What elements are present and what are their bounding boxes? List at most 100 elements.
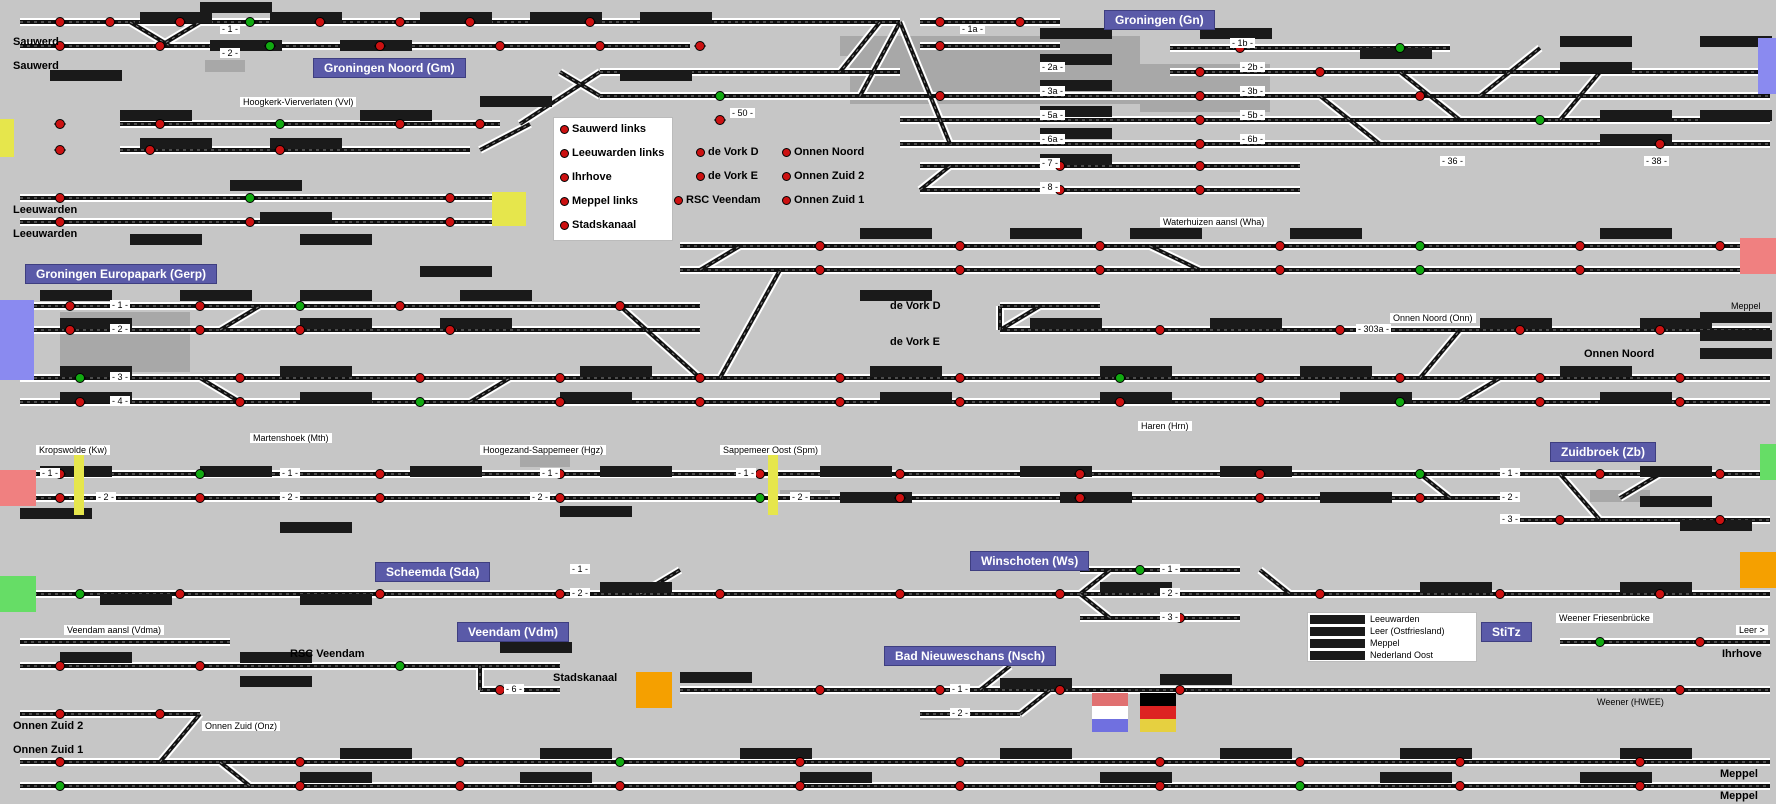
station-groningen-noord[interactable]: Groningen Noord (Gm)	[313, 58, 466, 78]
station-winschoten[interactable]: Winschoten (Ws)	[970, 551, 1090, 571]
legend-de-vork-d[interactable]: de Vork D	[696, 146, 759, 158]
signal-lamp	[695, 397, 705, 407]
line-legend-leeuwarden[interactable]: Leeuwarden	[1370, 614, 1420, 624]
endpoint-leeuwarden-1[interactable]: Leeuwarden	[13, 204, 78, 216]
station-zuidbroek[interactable]: Zuidbroek (Zb)	[1550, 442, 1656, 462]
track-block-display	[130, 234, 202, 245]
endpoint-onnen-zuid-1[interactable]: Onnen Zuid 1	[13, 744, 84, 756]
station-groningen[interactable]: Groningen (Gn)	[1104, 10, 1215, 30]
signal-lamp	[835, 397, 845, 407]
endpoint-stadskanaal[interactable]: Stadskanaal	[553, 672, 618, 684]
track-block-display	[1100, 582, 1172, 593]
signal-lamp	[1655, 139, 1665, 149]
track-block-display	[60, 366, 132, 377]
station-scheemda[interactable]: Scheemda (Sda)	[375, 562, 491, 582]
signal-lamp	[1255, 469, 1265, 479]
edge-marker-winschoten-orange	[1740, 552, 1776, 588]
track-segment	[618, 304, 702, 380]
label-hoogkerk: Hoogkerk-Vierverlaten (Vvl)	[240, 97, 357, 107]
track-number-groningen-7: - 7 -	[1040, 158, 1061, 168]
signal-lamp	[55, 781, 65, 791]
station-veendam[interactable]: Veendam (Vdm)	[457, 622, 570, 642]
track-number-nieuweschans-2: - 2 -	[950, 708, 971, 718]
track-number-martenshoek-2: - 2 -	[280, 492, 301, 502]
signal-lamp	[795, 781, 805, 791]
signal-legend: Sauwerd links Leeuwarden links Ihrhove M…	[553, 117, 673, 241]
track-block-display	[20, 508, 92, 519]
track-number-europapark-3: - 3 -	[110, 372, 131, 382]
endpoint-ihrhove[interactable]: Ihrhove	[1722, 648, 1762, 660]
legend-onnen-zuid-2[interactable]: Onnen Zuid 2	[782, 170, 864, 182]
station-stitz[interactable]: StiTz	[1481, 622, 1532, 642]
signal-lamp	[295, 781, 305, 791]
signal-lamp	[1295, 781, 1305, 791]
track-block-display	[1620, 748, 1692, 759]
signal-lamp	[1155, 757, 1165, 767]
endpoint-sauwerd-2[interactable]: Sauwerd	[13, 60, 59, 72]
line-legend-meppel[interactable]: Meppel	[1370, 638, 1400, 648]
signal-lamp	[195, 301, 205, 311]
endpoint-de-vork-e[interactable]: de Vork E	[890, 336, 940, 348]
signal-lamp	[555, 373, 565, 383]
signal-lamp	[75, 373, 85, 383]
track-block-display	[600, 582, 672, 593]
track-block-display	[680, 672, 752, 683]
legend-ihrhove[interactable]: Ihrhove	[560, 171, 612, 183]
signal-lamp	[935, 91, 945, 101]
legend-sauwerd-links[interactable]: Sauwerd links	[560, 123, 646, 135]
track-block-display	[1360, 48, 1432, 59]
track-block-display	[580, 366, 652, 377]
signal-lamp	[1195, 115, 1205, 125]
signal-lamp	[715, 115, 725, 125]
track-sleepers	[1559, 473, 1601, 521]
signal-lamp	[55, 145, 65, 155]
signal-lamp	[1055, 685, 1065, 695]
signal-lamp	[275, 145, 285, 155]
legend-onnen-noord[interactable]: Onnen Noord	[782, 146, 864, 158]
signal-lamp	[245, 17, 255, 27]
legend-meppel-links[interactable]: Meppel links	[560, 195, 638, 207]
endpoint-rsc-veendam[interactable]: RSC Veendam	[290, 648, 365, 660]
signal-lamp	[395, 119, 405, 129]
legend-leeuwarden-links[interactable]: Leeuwarden links	[560, 147, 664, 159]
signal-lamp	[815, 685, 825, 695]
legend-onnen-zuid-1[interactable]: Onnen Zuid 1	[782, 194, 864, 206]
track-block-display	[1340, 392, 1412, 403]
endpoint-meppel-2[interactable]: Meppel	[1720, 790, 1758, 802]
signal-lamp	[1075, 469, 1085, 479]
track-sleepers	[519, 71, 601, 125]
station-groningen-europapark[interactable]: Groningen Europapark (Gerp)	[25, 264, 218, 284]
track-block-display	[300, 772, 372, 783]
track-block-display	[270, 138, 342, 149]
legend-stadskanaal[interactable]: Stadskanaal	[560, 219, 636, 231]
signal-lamp	[1155, 325, 1165, 335]
track-number-veendam-6: - 6 -	[504, 684, 525, 694]
track-block-display	[200, 466, 272, 477]
track-number-groningen-east-36: - 36 -	[1440, 156, 1466, 166]
endpoint-leeuwarden-2[interactable]: Leeuwarden	[13, 228, 78, 240]
endpoint-sauwerd-1[interactable]: Sauwerd	[13, 36, 59, 48]
track-block-display	[300, 318, 372, 329]
track-segment	[1078, 568, 1112, 596]
signal-lamp	[715, 589, 725, 599]
signal-lamp	[1415, 493, 1425, 503]
endpoint-onnen-noord[interactable]: Onnen Noord	[1584, 348, 1655, 360]
line-legend-nederland-oost[interactable]: Nederland Oost	[1370, 650, 1434, 660]
legend-rsc-veendam[interactable]: RSC Veendam	[674, 194, 761, 206]
endpoint-meppel-1[interactable]: Meppel	[1720, 768, 1758, 780]
endpoint-onnen-zuid-2[interactable]: Onnen Zuid 2	[13, 720, 84, 732]
label-leer[interactable]: Leer >	[1736, 625, 1768, 635]
line-legend-leer[interactable]: Leer (Ostfriesland)	[1370, 626, 1445, 636]
signal-lamp	[1335, 325, 1345, 335]
label-weener-friesenbruecke: Weener Friesenbrücke	[1556, 613, 1653, 623]
legend-de-vork-e[interactable]: de Vork E	[696, 170, 758, 182]
station-bad-nieuweschans[interactable]: Bad Nieuweschans (Nsch)	[884, 646, 1057, 666]
track-block-display	[1160, 674, 1232, 685]
signal-lamp	[935, 17, 945, 27]
signal-lamp	[585, 17, 595, 27]
signal-lamp	[275, 119, 285, 129]
endpoint-de-vork-d[interactable]: de Vork D	[890, 300, 941, 312]
signal-lamp	[445, 193, 455, 203]
track-block-display	[1680, 520, 1752, 531]
track-block-display	[360, 110, 432, 121]
